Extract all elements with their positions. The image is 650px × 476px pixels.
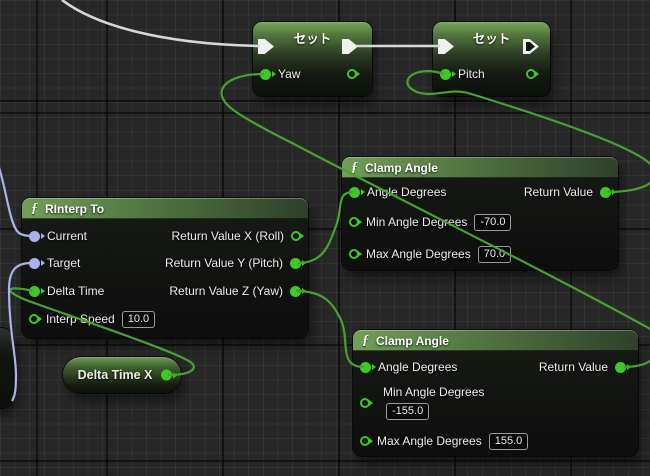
- wire-yaw-to-clamp[interactable]: [295, 289, 365, 369]
- function-icon: ƒ: [362, 332, 369, 348]
- target-input-pin[interactable]: [29, 257, 40, 269]
- pin-label: Current: [47, 229, 88, 243]
- node-set-pitch[interactable]: セット Pitch: [433, 22, 550, 96]
- variable-label: Delta Time X: [77, 368, 153, 382]
- return-value-output-pin[interactable]: [615, 361, 626, 373]
- node-header[interactable]: ƒ Clamp Angle: [342, 157, 618, 178]
- pin-row-max-angle: Max Angle Degrees 155.0: [360, 432, 529, 450]
- function-icon: ƒ: [351, 159, 358, 175]
- pin-row-target: Target: [29, 255, 80, 271]
- pin-label: Pitch: [458, 67, 485, 81]
- pin-row-min-angle: [360, 395, 370, 411]
- node-title: セット: [472, 32, 511, 46]
- pin-row-return-value: Return Value: [524, 184, 611, 200]
- wire-yaw-value[interactable]: [220, 72, 650, 331]
- pin-row-return-y: Return Value Y (Pitch): [165, 255, 301, 271]
- pin-row-angle-degrees: Angle Degrees: [360, 359, 457, 375]
- return-x-output-pin[interactable]: [291, 231, 301, 241]
- node-title: Clamp Angle: [376, 333, 449, 348]
- pin-label: Angle Degrees: [378, 360, 458, 374]
- pin-row-delta-time: Delta Time: [29, 283, 104, 299]
- pin-row-yaw: Yaw: [260, 66, 300, 82]
- node-set-yaw[interactable]: セット Yaw: [253, 22, 372, 96]
- node-title: RInterp To: [45, 201, 105, 216]
- pin-label: Max Angle Degrees: [377, 434, 482, 448]
- min-angle-input-pin[interactable]: [360, 398, 370, 408]
- pin-row-return-value: Return Value: [539, 359, 626, 375]
- pin-row-angle-degrees: Angle Degrees: [349, 184, 446, 200]
- return-y-output-pin[interactable]: [290, 257, 301, 269]
- wire-delta-time[interactable]: [9, 287, 195, 377]
- pin-label: Yaw: [278, 67, 301, 81]
- max-angle-input-pin[interactable]: [349, 249, 359, 259]
- min-angle-value-field[interactable]: -70.0: [474, 213, 512, 231]
- node-header[interactable]: ƒ Clamp Angle: [353, 330, 638, 351]
- angle-degrees-input-pin[interactable]: [349, 186, 360, 198]
- node-partial-left-edge[interactable]: [0, 328, 13, 408]
- exec-in-pin[interactable]: [438, 39, 454, 54]
- pin-row-out: [526, 66, 536, 82]
- wire-clamp-pitch-to-set-pitch[interactable]: [406, 70, 650, 194]
- pin-label: Return Value Z (Yaw): [169, 284, 283, 298]
- angle-degrees-input-pin[interactable]: [360, 361, 371, 373]
- pin-label: Delta Time: [47, 284, 105, 298]
- pin-label: Return Value: [523, 185, 593, 199]
- pin-row-interp-speed: Interp Speed 10.0: [29, 310, 156, 328]
- function-icon: ƒ: [31, 200, 38, 216]
- wire-pitch-to-clamp[interactable]: [297, 190, 354, 265]
- wire-target-rotator[interactable]: [7, 261, 32, 402]
- pin-label: Max Angle Degrees: [366, 247, 471, 261]
- node-header[interactable]: ƒ RInterp To: [22, 198, 308, 219]
- pin-label: Min Angle Degrees: [366, 215, 468, 229]
- pin-row-return-x: Return Value X (Roll): [171, 228, 301, 244]
- min-angle-label: Min Angle Degrees: [383, 385, 485, 399]
- pin-label: Target: [47, 256, 81, 270]
- pin-row-return-z: Return Value Z (Yaw): [169, 283, 301, 299]
- delta-time-x-output-pin[interactable]: [161, 369, 172, 381]
- pin-row-current: Current: [29, 228, 87, 244]
- node-clamp-angle-pitch[interactable]: ƒ Clamp Angle Angle Degrees Min Angle De…: [342, 157, 618, 270]
- min-angle-input-pin[interactable]: [349, 217, 359, 227]
- wire-exec-incoming[interactable]: [61, 0, 261, 48]
- node-delta-time-x-getter[interactable]: Delta Time X: [63, 357, 181, 393]
- pin-label: Angle Degrees: [367, 185, 447, 199]
- pin-row-out: [347, 66, 357, 82]
- exec-out-pin[interactable]: [342, 39, 358, 54]
- node-rinterp-to[interactable]: ƒ RInterp To Current Target Delta Time I…: [22, 198, 308, 338]
- pin-label: Return Value Y (Pitch): [164, 256, 283, 270]
- yaw-output-pin[interactable]: [347, 69, 357, 79]
- return-value-output-pin[interactable]: [600, 186, 611, 198]
- min-angle-value-field[interactable]: -155.0: [386, 403, 430, 420]
- node-title: セット: [293, 32, 332, 46]
- exec-in-pin[interactable]: [258, 39, 274, 54]
- wire-current-rotator[interactable]: [0, 158, 34, 238]
- node-clamp-angle-yaw[interactable]: ƒ Clamp Angle Angle Degrees Min Angle De…: [353, 330, 638, 456]
- interp-speed-value-field[interactable]: 10.0: [121, 310, 156, 328]
- pin-row-pitch: Pitch: [440, 66, 485, 82]
- yaw-input-pin[interactable]: [260, 68, 271, 80]
- pin-label: Return Value: [538, 360, 608, 374]
- interp-speed-input-pin[interactable]: [29, 314, 39, 324]
- pin-row-min-angle: Min Angle Degrees -70.0: [349, 213, 512, 231]
- return-z-output-pin[interactable]: [290, 285, 301, 297]
- max-angle-value-field[interactable]: 155.0: [488, 432, 529, 450]
- pitch-output-pin[interactable]: [526, 69, 536, 79]
- pin-row-max-angle: Max Angle Degrees 70.0: [349, 245, 512, 263]
- delta-time-input-pin[interactable]: [29, 285, 40, 297]
- node-title: Clamp Angle: [365, 160, 438, 175]
- current-input-pin[interactable]: [29, 230, 40, 242]
- pitch-input-pin[interactable]: [440, 68, 451, 80]
- exec-out-pin[interactable]: [523, 39, 539, 54]
- wire-clamp-yaw-return[interactable]: [623, 343, 650, 369]
- max-angle-input-pin[interactable]: [360, 436, 370, 446]
- pin-label: Return Value X (Roll): [171, 229, 285, 243]
